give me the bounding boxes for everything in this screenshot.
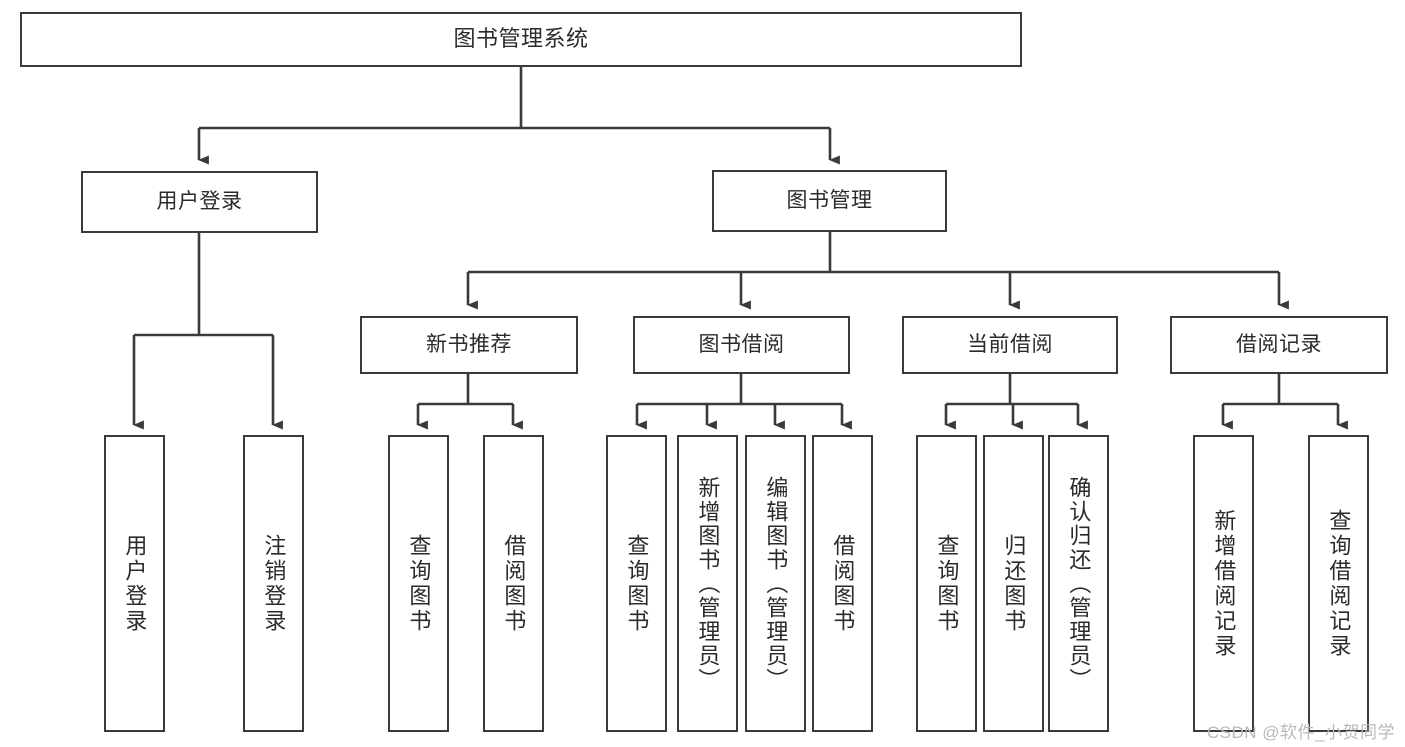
node-label: 借阅图书 <box>830 533 856 634</box>
node-label: 图书管理系统 <box>453 26 589 52</box>
node-root[interactable]: 图书管理系统 <box>20 12 1022 67</box>
node-label: 用户登录 <box>122 533 148 634</box>
node-label: 注销登录 <box>261 533 287 634</box>
node-borrow-record[interactable]: 借阅记录 <box>1170 316 1388 374</box>
leaf-query-record[interactable]: 查询借阅记录 <box>1308 435 1369 732</box>
leaf-add-book[interactable]: 新增图书（管理员） <box>677 435 738 732</box>
leaf-query-book-1[interactable]: 查询图书 <box>388 435 449 732</box>
leaf-borrow-book-1[interactable]: 借阅图书 <box>483 435 544 732</box>
node-label: 借阅图书 <box>501 533 527 634</box>
node-label: 图书管理 <box>786 189 873 213</box>
leaf-user-login[interactable]: 用户登录 <box>104 435 165 732</box>
node-label: 借阅记录 <box>1236 333 1322 357</box>
node-label: 图书借阅 <box>698 333 785 357</box>
node-label: 新书推荐 <box>426 333 512 357</box>
node-user-login[interactable]: 用户登录 <box>81 171 318 233</box>
node-label: 用户登录 <box>156 190 243 214</box>
leaf-add-record[interactable]: 新增借阅记录 <box>1193 435 1254 732</box>
node-current-borrow[interactable]: 当前借阅 <box>902 316 1118 374</box>
leaf-return-book[interactable]: 归还图书 <box>983 435 1044 732</box>
node-label: 查询图书 <box>934 533 960 634</box>
node-label: 查询图书 <box>406 533 432 634</box>
leaf-borrow-book-2[interactable]: 借阅图书 <box>812 435 873 732</box>
node-label: 新增图书（管理员） <box>695 475 721 692</box>
node-book-borrow[interactable]: 图书借阅 <box>633 316 850 374</box>
node-label: 编辑图书（管理员） <box>763 475 789 692</box>
leaf-query-book-2[interactable]: 查询图书 <box>606 435 667 732</box>
node-book-mgmt[interactable]: 图书管理 <box>712 170 947 232</box>
node-new-book-rec[interactable]: 新书推荐 <box>360 316 578 374</box>
leaf-edit-book[interactable]: 编辑图书（管理员） <box>745 435 806 732</box>
node-label: 当前借阅 <box>967 333 1053 357</box>
node-label: 查询借阅记录 <box>1326 508 1352 659</box>
leaf-query-book-3[interactable]: 查询图书 <box>916 435 977 732</box>
leaf-logout[interactable]: 注销登录 <box>243 435 304 732</box>
node-label: 归还图书 <box>1001 533 1027 634</box>
leaf-confirm-return[interactable]: 确认归还（管理员） <box>1048 435 1109 732</box>
node-label: 新增借阅记录 <box>1211 508 1237 659</box>
node-label: 确认归还（管理员） <box>1066 475 1092 692</box>
node-label: 查询图书 <box>624 533 650 634</box>
